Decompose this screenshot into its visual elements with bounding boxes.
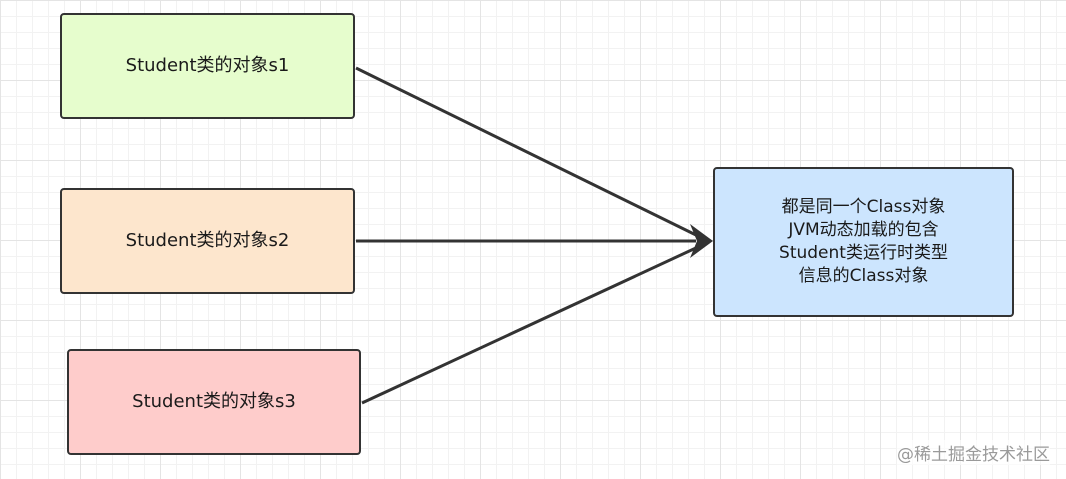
node-class-object[interactable]: 都是同一个Class对象 JVM动态加载的包含 Student类运行时类型 信息… [713, 167, 1014, 317]
node-student-object-s2[interactable]: Student类的对象s2 [60, 188, 355, 294]
class-object-line-2: JVM动态加载的包含 [788, 220, 939, 240]
node-student-object-s1[interactable]: Student类的对象s1 [60, 13, 355, 119]
node-label-s3: Student类的对象s3 [132, 391, 296, 412]
arrow-s1-to-class-object [355, 66, 699, 238]
arrow-s3-to-class-object [361, 245, 699, 405]
watermark: @稀土掘金技术社区 [897, 440, 1050, 465]
node-student-object-s3[interactable]: Student类的对象s3 [67, 349, 361, 455]
node-label-s1: Student类的对象s1 [125, 55, 290, 76]
arrowhead-icon [690, 224, 713, 258]
class-object-line-1: 都是同一个Class对象 [781, 197, 946, 217]
node-label-s2: Student类的对象s2 [125, 230, 290, 251]
class-object-line-4: 信息的Class对象 [798, 266, 929, 286]
class-object-line-3: Student类运行时类型 [779, 243, 948, 263]
